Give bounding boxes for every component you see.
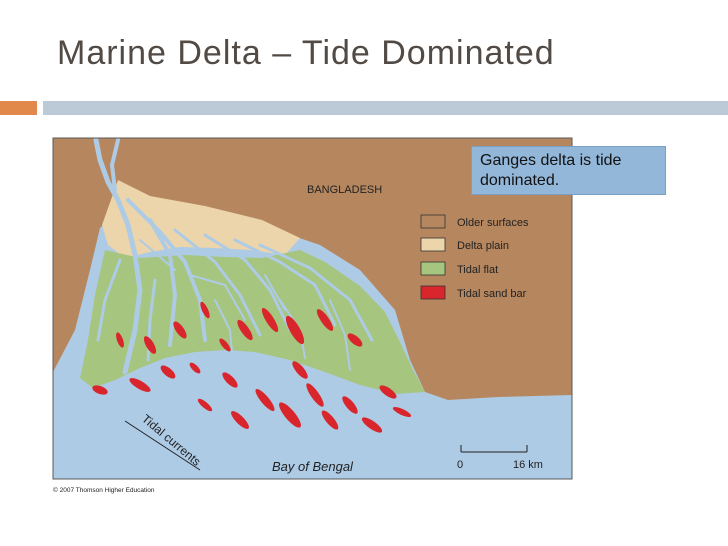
callout-line-1: Ganges delta is tide <box>480 152 622 169</box>
scale-start-label: 0 <box>457 459 463 471</box>
legend-label-tidal-sand-bar: Tidal sand bar <box>457 288 527 300</box>
callout-line-2: dominated. <box>480 172 560 189</box>
tidal-current-arrow <box>124 420 201 471</box>
tide-dominated-callout: Ganges delta is tide dominated. <box>471 146 666 195</box>
legend-swatch-tidal-flat <box>420 261 446 276</box>
map-frame <box>52 137 573 480</box>
legend-swatch-older-surfaces <box>420 214 446 229</box>
scale-bar <box>460 445 528 453</box>
country-label: BANGLADESH <box>307 184 382 196</box>
title-accent-bar <box>0 101 37 115</box>
copyright-text: © 2007 Thomson Higher Education <box>53 486 155 494</box>
legend-swatch-delta-plain <box>420 237 446 252</box>
scale-end-label: 16 km <box>513 459 543 471</box>
tidal-sand-bars <box>92 301 412 433</box>
legend-label-delta-plain: Delta plain <box>457 240 509 252</box>
legend-label-older-surfaces: Older surfaces <box>457 217 529 229</box>
legend-swatch-tidal-sand-bar <box>420 285 446 300</box>
legend-label-tidal-flat: Tidal flat <box>457 264 498 276</box>
slide-title: Marine Delta – Tide Dominated <box>57 34 555 72</box>
delta-plain-region <box>102 180 300 258</box>
map-legend: Older surfaces Delta plain Tidal flat Ti… <box>420 214 529 300</box>
sea-label: Bay of Bengal <box>272 459 354 474</box>
title-divider-bar <box>43 101 728 115</box>
